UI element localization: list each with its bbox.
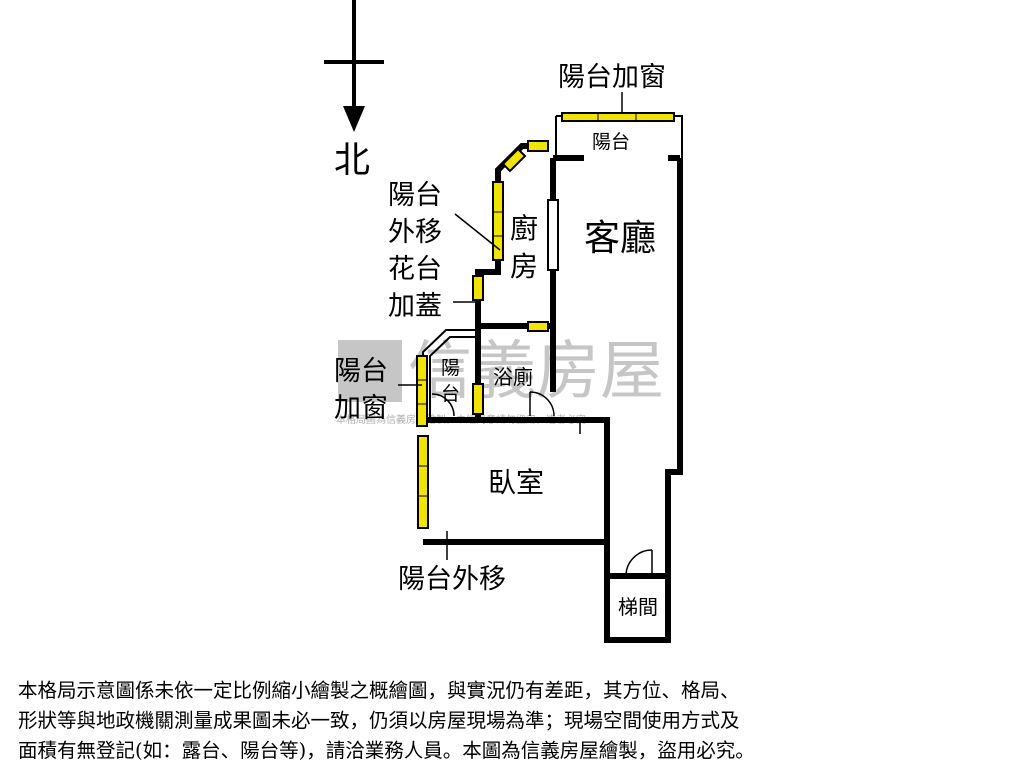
note-left-enclosure-2: 加窗 [334, 393, 388, 424]
window-bedroom [417, 435, 429, 529]
note-top-enclosure: 陽台加窗 [558, 62, 666, 93]
door-stairwell [625, 549, 653, 577]
disclaimer-line-1: 本格局示意圖係未依一定比例縮小繪製之概繪圖，與實況仍有差距，其方位、格局、 [18, 679, 740, 702]
note-planter-2: 加蓋 [388, 291, 442, 322]
disclaimer: 本格局示意圖係未依一定比例縮小繪製之概繪圖，與實況仍有差距，其方位、格局、 形狀… [18, 676, 1008, 766]
note-bottom-shift: 陽台外移 [398, 564, 506, 595]
door-bathroom [529, 391, 555, 417]
north-arrow-icon [324, 0, 384, 132]
room-living: 客廳 [584, 218, 656, 259]
walls [423, 143, 683, 643]
note-planter-1: 花台 [388, 254, 442, 285]
partition [547, 199, 559, 271]
doors [431, 391, 653, 577]
room-top-balcony: 陽台 [592, 131, 630, 153]
watermark-brand: 信義房屋 [408, 335, 664, 409]
room-bedroom: 臥室 [488, 466, 544, 499]
window-left-balcony [416, 355, 428, 427]
note-shift-2: 外移 [388, 217, 442, 248]
floor-plan: 信義房屋 本格局圖為信義房屋繪製，未經同意請勿盜用，違者必究 北 [324, 0, 683, 643]
note-left-enclosure-1: 陽台 [334, 356, 388, 387]
watermark-logo-icon [338, 340, 402, 402]
room-stairwell: 梯間 [618, 595, 658, 619]
disclaimer-line-3: 面積有無登記(如：露台、陽台等)，請洽業務人員。本圖為信義房屋繪製，盜用必究。 [18, 739, 755, 762]
window-bevel-kitchen [501, 147, 527, 173]
door-small-balcony [431, 393, 455, 417]
room-kitchen-1: 廚 [510, 212, 538, 245]
room-small-balcony-1: 陽 [441, 357, 460, 379]
window-kitchen-west [492, 181, 504, 261]
windows [416, 112, 675, 529]
disclaimer-line-2: 形狀等與地政機關測量成果圖未必一致，仍須以房屋現場為準；現場空間使用方式及 [18, 709, 740, 732]
room-kitchen-2: 房 [510, 250, 538, 283]
compass-label: 北 [334, 140, 370, 181]
note-shift-1: 陽台 [388, 180, 442, 211]
room-small-balcony-2: 台 [441, 383, 460, 405]
room-bathroom: 浴廁 [493, 365, 533, 389]
window-top-balcony [561, 112, 675, 122]
